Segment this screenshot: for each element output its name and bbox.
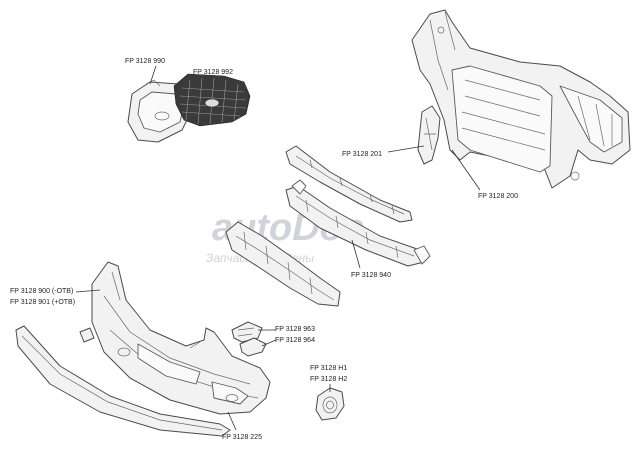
callout-bumper-a: FP 3128 900 (-OTB)	[10, 288, 73, 295]
callout-bracket-963: FP 3128 963	[275, 326, 315, 333]
callout-bracket-964: FP 3128 964	[275, 337, 315, 344]
upper-rail-part	[285, 145, 413, 223]
callout-fog-h2: FP 3128 H2	[310, 376, 347, 383]
front-bumper-part	[91, 261, 271, 415]
callout-labels: FP 3128 990 FP 3128 992 FP 3128 201 FP 3…	[10, 58, 518, 441]
callout-bumper-b: FP 3128 901 (+OTB)	[10, 299, 75, 306]
reinforcement-part	[285, 179, 431, 267]
bracket-201-part	[417, 105, 441, 165]
fog-light-part	[315, 387, 345, 421]
callout-reinforcement: FP 3128 940	[351, 272, 391, 279]
callout-bracket-201: FP 3128 201	[342, 151, 382, 158]
callout-fog-h1: FP 3128 H1	[310, 365, 347, 372]
callout-radiator-support: FP 3128 200	[478, 193, 518, 200]
small-brackets-part	[231, 321, 267, 357]
lower-spoiler-part	[15, 325, 231, 437]
lower-absorber-part	[225, 221, 341, 307]
callout-grille-cover: FP 3128 990	[125, 58, 165, 65]
leader-lines	[75, 65, 481, 431]
callout-spoiler: FP 3128 225	[222, 434, 262, 441]
radiator-support-part	[411, 9, 631, 189]
grille-part	[173, 73, 251, 127]
clip-part	[79, 327, 95, 343]
callout-grille: FP 3128 992	[193, 69, 233, 76]
